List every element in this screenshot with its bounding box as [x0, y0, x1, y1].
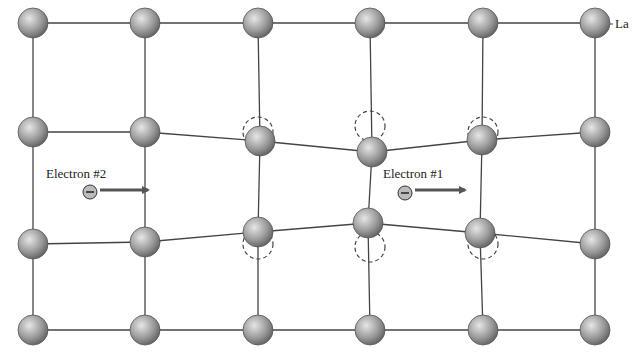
electron-label: Electron #1	[381, 166, 445, 181]
original-positions	[243, 111, 498, 262]
electron-symbols	[83, 185, 465, 200]
lattice-atoms	[18, 8, 610, 345]
electron-label: Electron #2	[44, 166, 108, 181]
atom-label: La	[613, 16, 631, 31]
lattice-bonds	[33, 23, 595, 330]
